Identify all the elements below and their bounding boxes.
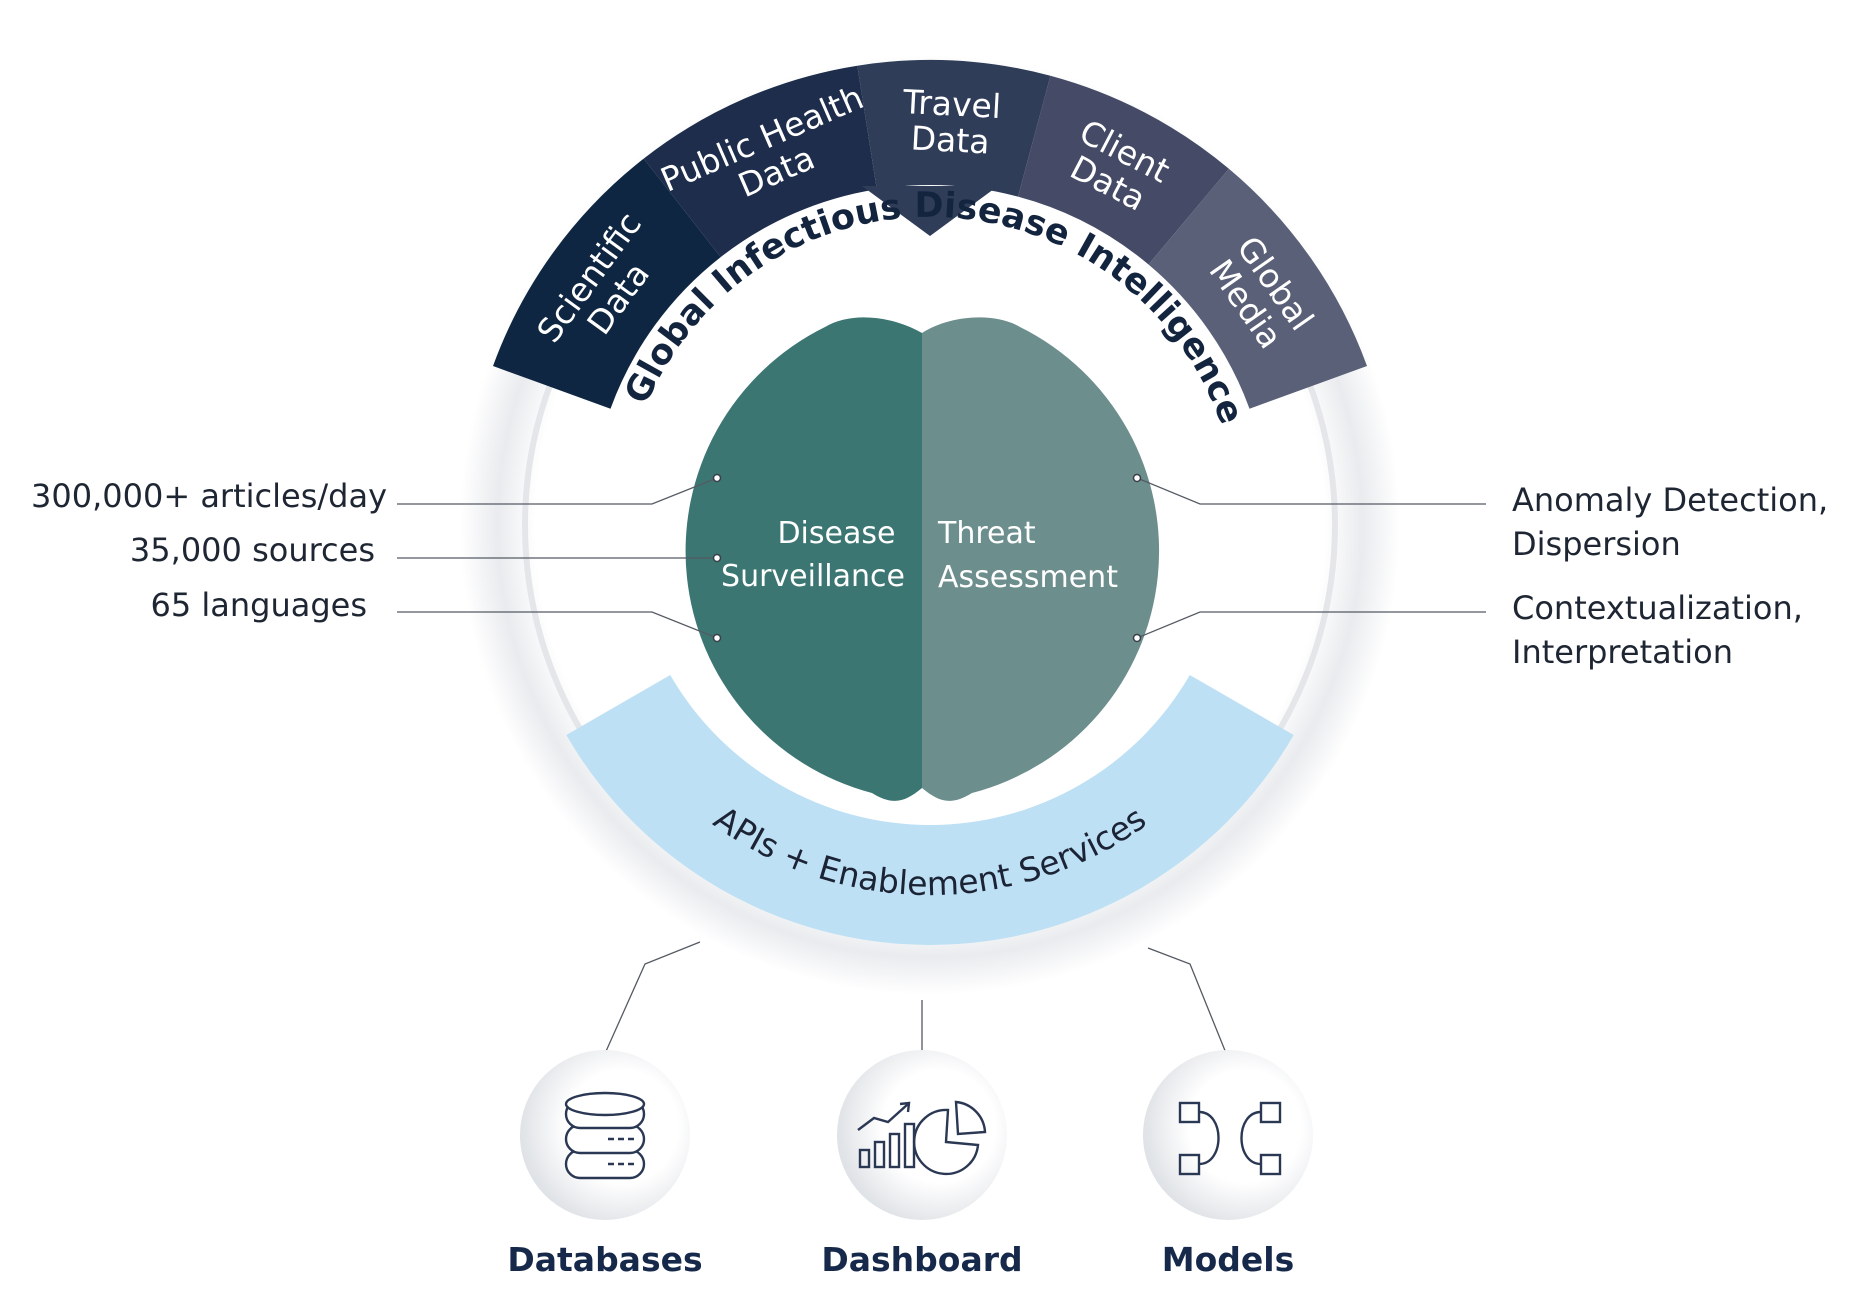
- output-dashboard-label: Dashboard: [821, 1240, 1023, 1279]
- models-bubble: [1143, 1050, 1313, 1220]
- stat-sources: 35,000 sources: [129, 531, 375, 569]
- services-band: [566, 675, 1294, 945]
- connector-dot: [712, 553, 722, 563]
- center-right-label: Threat Assessment: [937, 516, 1118, 595]
- data-source-segment: [493, 158, 721, 409]
- database-icon: [564, 1091, 646, 1180]
- output-databases-label: Databases: [507, 1240, 703, 1279]
- data-source-segment: [643, 65, 877, 258]
- connector-dot: [712, 633, 722, 643]
- connector-databases: [602, 941, 701, 1059]
- data-source-segment: [1018, 75, 1229, 265]
- connector-articles: [397, 477, 718, 505]
- dashboard-chart-icon: [857, 1100, 987, 1176]
- center-left-half: [685, 317, 922, 801]
- connector-lines: [397, 477, 1486, 1059]
- stat-contextualization: Contextualization, Interpretation: [1512, 586, 1803, 674]
- connector-dots: [712, 473, 1142, 643]
- stat-context-line-1: Contextualization,: [1512, 589, 1803, 627]
- connector-models: [1147, 947, 1229, 1059]
- travel-notch: [862, 186, 998, 236]
- connector-dot: [1132, 633, 1142, 643]
- stat-anomaly-line-1: Anomaly Detection,: [1512, 481, 1829, 519]
- data-source-segment: [857, 59, 1051, 197]
- center-left-label: Disease Surveillance: [721, 516, 905, 594]
- stat-languages: 65 languages: [150, 586, 367, 624]
- model-network-icon: [1178, 1101, 1282, 1176]
- connector-context: [1136, 611, 1486, 639]
- stat-context-line-2: Interpretation: [1512, 633, 1734, 671]
- dashboard-bubble: [837, 1050, 1007, 1220]
- connector-languages: [397, 611, 718, 639]
- data-source-segment: [1148, 168, 1367, 409]
- connector-anomaly: [1136, 477, 1486, 505]
- connector-dot: [1132, 473, 1142, 483]
- stat-anomaly-detection: Anomaly Detection, Dispersion: [1512, 478, 1828, 566]
- output-models-label: Models: [1161, 1240, 1295, 1279]
- stat-articles-per-day: 300,000+ articles/day: [31, 477, 387, 515]
- data-source-label: TravelData: [899, 82, 1002, 162]
- center-right-half: [922, 317, 1160, 801]
- connector-dot: [712, 473, 722, 483]
- stat-anomaly-line-2: Dispersion: [1512, 525, 1681, 563]
